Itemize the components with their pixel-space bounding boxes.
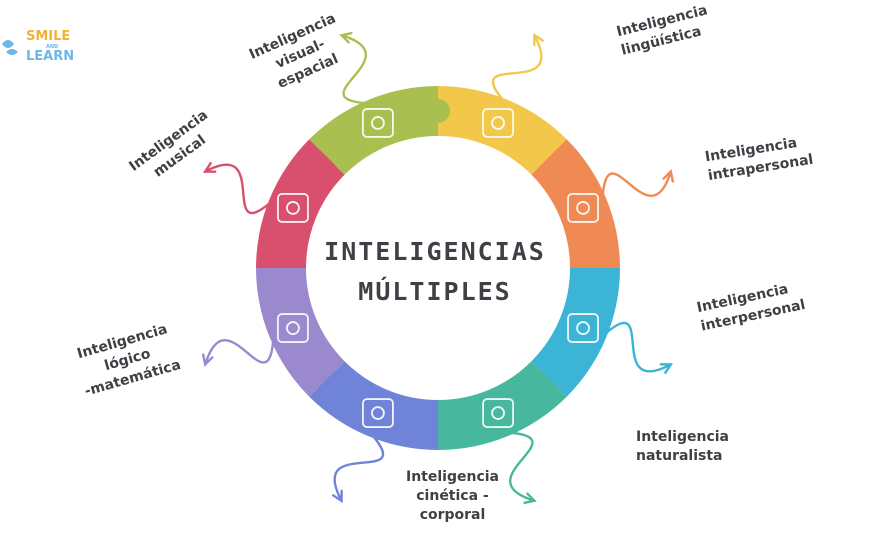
diagram-title: INTELIGENCIAS MÚLTIPLES: [300, 232, 570, 312]
arrowhead-musical: [202, 162, 217, 173]
arrow-visual: [340, 33, 372, 105]
mountains-sun-icon: [482, 398, 514, 428]
arrow-linguistica: [491, 33, 543, 105]
svg-text:SMILE: SMILE: [26, 29, 70, 44]
arrowhead-intrapersonal: [662, 169, 675, 183]
ring-segment-musical: [256, 139, 345, 268]
arrow-logico: [203, 334, 275, 366]
puzzle-knob-visual: [426, 99, 450, 123]
arrow-musical: [203, 163, 275, 215]
ring-segment-logico: [256, 268, 345, 397]
arrowhead-visual: [339, 31, 353, 44]
arrowhead-linguistica: [533, 32, 544, 47]
globe-icon: [482, 108, 514, 138]
svg-text:AND: AND: [46, 44, 58, 50]
cube-formula-icon: [277, 313, 309, 343]
arrowhead-cinetica: [332, 489, 343, 504]
title-line-2: MÚLTIPLES: [358, 277, 512, 306]
music-notes-icon: [277, 193, 309, 223]
ring-segment-intrapersonal: [531, 139, 620, 268]
ring-segment-cinetica: [309, 361, 438, 450]
arrow-cinetica: [333, 431, 385, 503]
head-icon: [567, 193, 599, 223]
arrow-intrapersonal: [601, 170, 673, 202]
ring-segment-interpersonal: [531, 268, 620, 397]
arrowhead-interpersonal: [659, 363, 674, 374]
title-line-1: INTELIGENCIAS: [324, 237, 546, 266]
arrow-interpersonal: [601, 321, 673, 373]
arrowhead-naturalista: [523, 492, 537, 505]
ring-segment-visual: [309, 86, 438, 175]
svg-text:LEARN: LEARN: [26, 49, 74, 64]
arrow-naturalista: [504, 431, 536, 503]
arrowhead-logico: [201, 353, 214, 367]
ring-segment-linguistica: [438, 86, 567, 175]
eye-frame-icon: [362, 108, 394, 138]
people-talking-icon: [567, 313, 599, 343]
ring-segment-naturalista: [438, 361, 567, 450]
running-person-icon: [362, 398, 394, 428]
center-disk: [307, 137, 569, 399]
smile-and-learn-logo: SMILE AND LEARN: [2, 29, 74, 64]
